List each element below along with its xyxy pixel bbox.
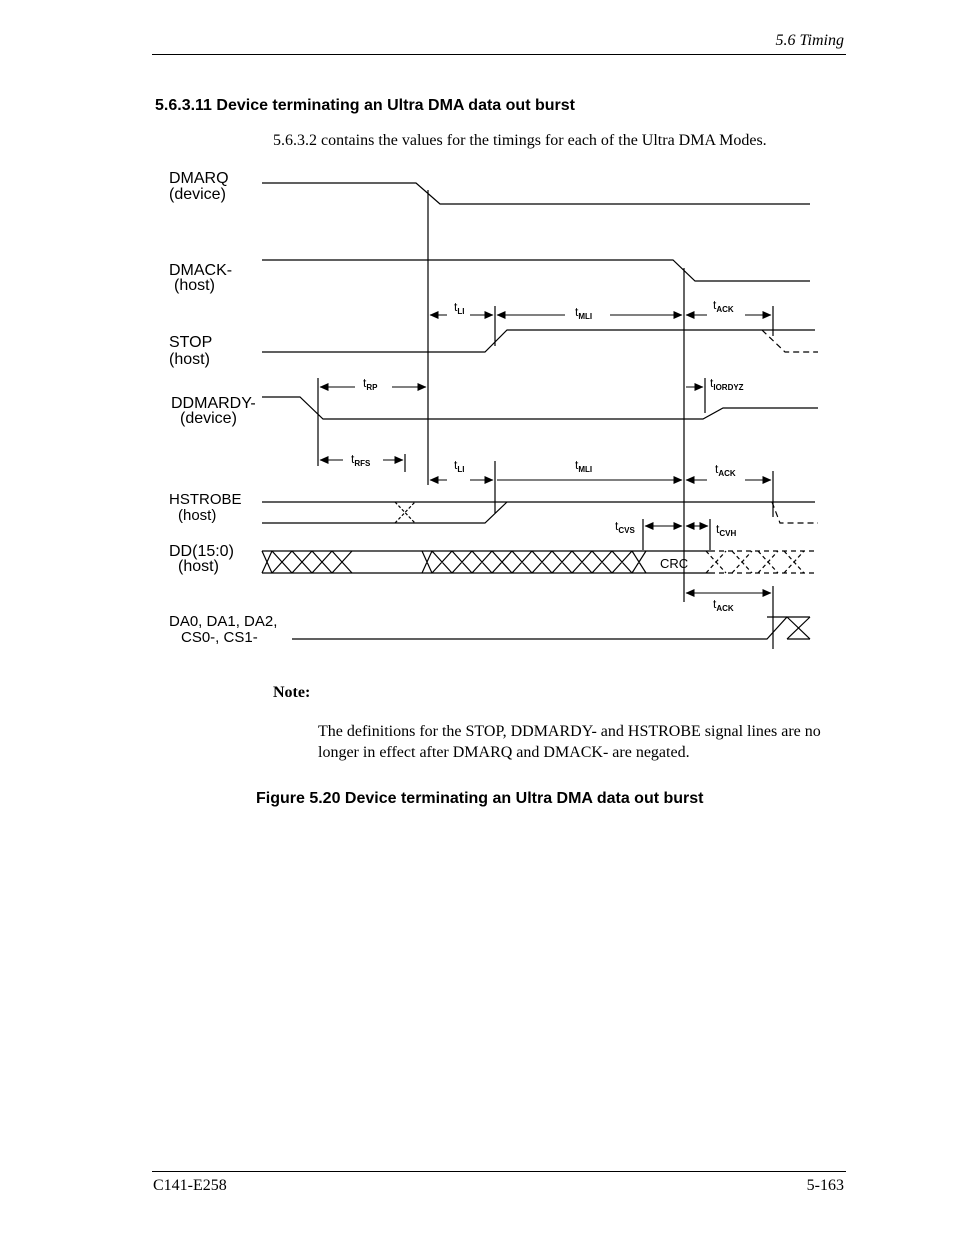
hstrobe-transition-cross: [394, 501, 416, 524]
note-label: Note:: [273, 684, 311, 701]
signal-label-dmarq: DMARQ: [169, 170, 229, 187]
waveform-hstrobe-low: [262, 501, 508, 524]
signal-label-dmack: DMACK-: [169, 262, 232, 279]
signal-sub-stop: (host): [169, 351, 210, 368]
signal-sub-da: CS0-, CS1-: [181, 629, 258, 646]
da-transition-b: [786, 616, 811, 640]
crc-label: CRC: [660, 556, 688, 571]
header-rule: [152, 54, 846, 55]
intro-paragraph: 5.6.3.2 contains the values for the timi…: [273, 132, 767, 149]
dd-bus-transitions-b: [421, 550, 647, 574]
footer-page-number: 5-163: [806, 1177, 844, 1194]
running-header: 5.6 Timing: [775, 32, 844, 49]
signal-label-dd: DD(15:0): [169, 543, 234, 560]
waveform-dmack: [262, 259, 810, 282]
waveform-stop-float: [761, 329, 818, 353]
timing-label-tli-stop: tLI: [454, 300, 464, 316]
signal-sub-dmarq: (device): [169, 186, 226, 203]
footer-doc-id: C141-E258: [153, 1177, 227, 1194]
timing-label-tmli-stop: tMLI: [575, 305, 592, 321]
section-title: 5.6.3.11 Device terminating an Ultra DMA…: [155, 97, 575, 114]
waveform-da-low: [292, 616, 810, 640]
timing-label-trp: tRP: [363, 376, 378, 392]
dd-bus-transitions-a: [261, 550, 353, 574]
signal-sub-hstrobe: (host): [178, 507, 216, 524]
waveform-hstrobe-float: [771, 501, 818, 524]
timing-label-tli-hstrobe: tLI: [454, 458, 464, 474]
signal-sub-ddmardy: (device): [180, 410, 237, 427]
timing-label-tack-da: tACK: [713, 597, 734, 613]
figure-caption: Figure 5.20 Device terminating an Ultra …: [256, 790, 704, 807]
timing-label-tiordyz: tIORDYZ: [710, 376, 744, 392]
signal-sub-dmack: (host): [174, 277, 215, 294]
waveform-dmarq: [262, 182, 810, 205]
signal-label-hstrobe: HSTROBE: [169, 491, 242, 508]
waveform-ddmardy: [262, 396, 818, 420]
timing-label-tack-hstrobe: tACK: [715, 462, 736, 478]
timing-label-tcvs: tCVS: [615, 519, 635, 535]
waveform-stop: [262, 329, 815, 353]
timing-label-tmli-hstrobe: tMLI: [575, 458, 592, 474]
note-text: The definitions for the STOP, DDMARDY- a…: [318, 723, 821, 761]
dd-bus-transitions-c: [705, 550, 805, 574]
signal-sub-dd: (host): [178, 558, 219, 575]
signal-label-da: DA0, DA1, DA2,: [169, 613, 277, 630]
timing-label-trfs: tRFS: [351, 452, 371, 468]
timing-label-tack-stop: tACK: [713, 298, 734, 314]
footer-rule: [152, 1171, 846, 1172]
signal-label-ddmardy: DDMARDY-: [171, 395, 256, 412]
timing-label-tcvh: tCVH: [716, 522, 736, 538]
signal-label-stop: STOP: [169, 334, 212, 351]
